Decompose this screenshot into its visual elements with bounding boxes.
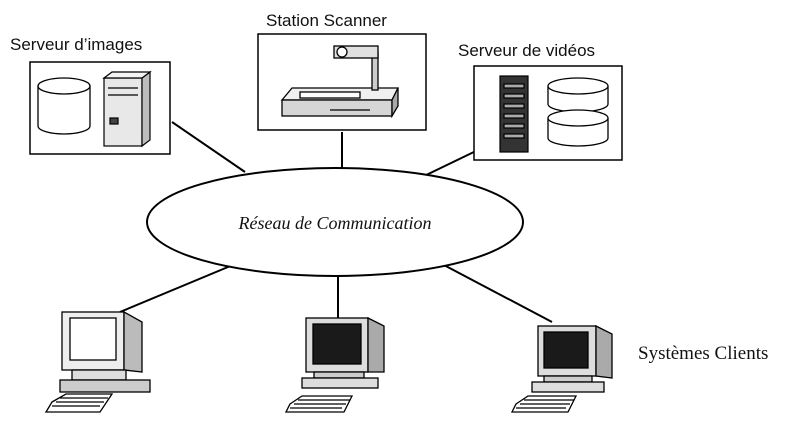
- client-computer-center: [284, 316, 385, 413]
- server-tower-icon: [102, 70, 152, 148]
- clients-label: Systèmes Clients: [638, 343, 769, 364]
- database-icon: [37, 77, 91, 135]
- image-server-node: [29, 61, 171, 155]
- link-video-server: [419, 149, 479, 179]
- video-server-label: Serveur de vidéos: [458, 41, 596, 60]
- scanner-station-node: [257, 33, 427, 131]
- network-ellipse: [146, 167, 524, 277]
- scanner-station-label: Station Scanner: [266, 11, 387, 30]
- network-label: Réseau de Communication: [238, 213, 432, 233]
- connectors: [119, 121, 553, 323]
- network-node: Réseau de Communication: [146, 167, 524, 277]
- link-client-right: [441, 263, 553, 323]
- video-server-node: [473, 65, 623, 161]
- server-rack-icon: [499, 75, 529, 153]
- link-client-left: [119, 261, 241, 313]
- link-image-server: [171, 121, 246, 173]
- scanner-icon: [280, 45, 400, 119]
- database-stack-icon: [547, 77, 609, 147]
- client-computer-right: [510, 324, 613, 413]
- client-computer-left: [44, 310, 151, 413]
- image-server-label: Serveur d’images: [10, 35, 143, 54]
